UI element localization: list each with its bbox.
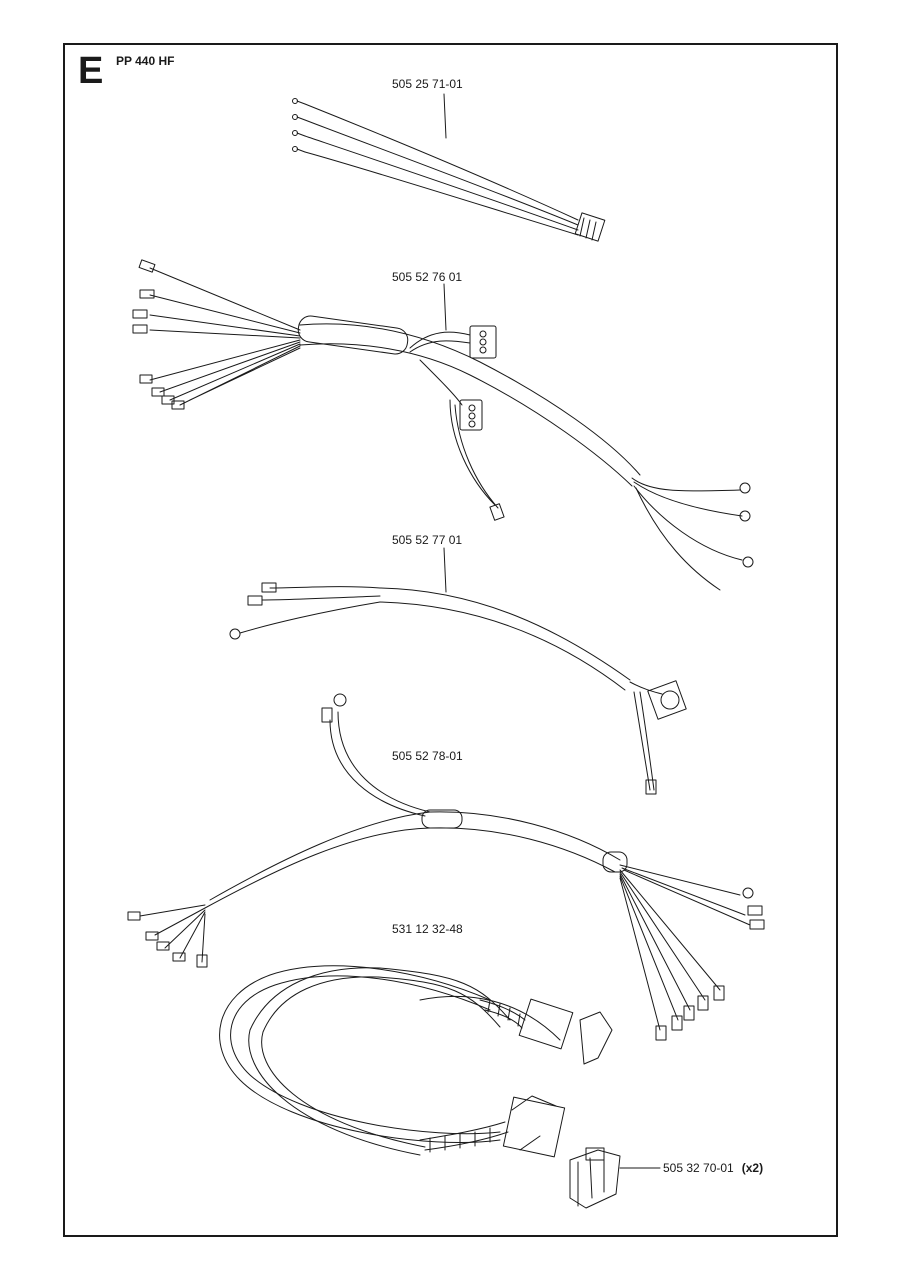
diagram-frame [63,43,838,1237]
leader-line [443,547,447,593]
part-number-label: 505 52 78-01 [392,749,463,763]
part-number-label: 505 52 77 01 [392,533,463,547]
clip-part [569,1147,661,1209]
model-title: PP 440 HF [116,54,175,68]
leader-line [443,283,447,331]
coiled-cable [219,965,613,1158]
connector-icon [502,1096,566,1158]
connector-icon [647,680,687,720]
part-number-label: 531 12 32-48 [392,922,463,936]
wire-harness-4 [127,693,765,1041]
connector-icon [459,399,483,431]
section-letter: E [78,50,104,92]
quantity-label: (x2) [741,1161,764,1175]
wire-harness-2 [132,259,754,591]
part-number-label: 505 32 70-01 (x2) [663,1161,763,1175]
part-number-label: 505 25 71-01 [392,77,463,91]
connector-icon [574,212,606,242]
wire-harness-1 [292,93,606,242]
connector-icon [518,998,574,1050]
clip-icon [579,1011,613,1065]
part-number-text: 505 32 70-01 [663,1161,734,1175]
leader-line [443,93,447,139]
part-number-label: 505 52 76 01 [392,270,463,284]
wire-harness-3 [229,547,687,795]
connector-icon [469,325,497,359]
